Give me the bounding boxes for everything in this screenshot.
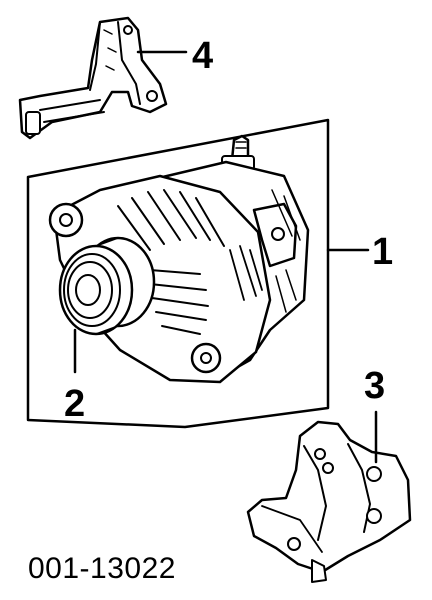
- lower-bracket-part: [246, 420, 412, 583]
- callout-4: 4: [192, 35, 213, 77]
- pulley-part: [58, 236, 156, 336]
- callout-3: 3: [364, 365, 385, 407]
- upper-bracket-part: [18, 16, 168, 140]
- diagram-code: 001-13022: [28, 552, 176, 585]
- callout-1: 1: [372, 231, 393, 273]
- assembly-frame: [26, 118, 330, 429]
- callout-2: 2: [64, 383, 85, 425]
